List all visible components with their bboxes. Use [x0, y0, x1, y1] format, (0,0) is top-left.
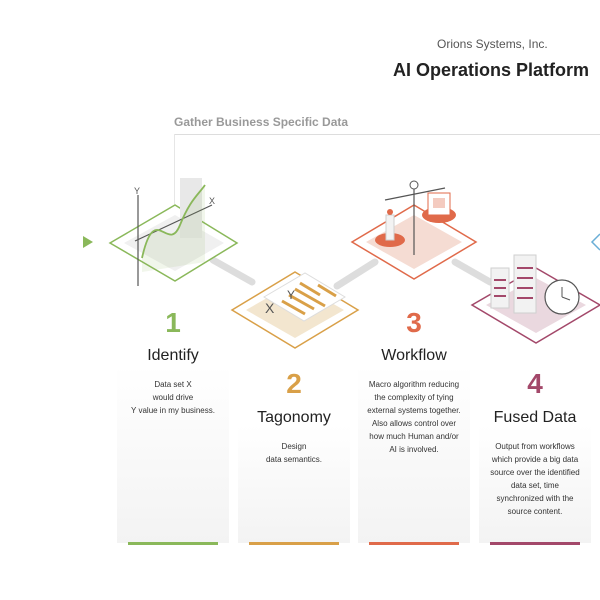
gather-bracket: [174, 134, 175, 204]
fused-data-icon: [470, 254, 600, 344]
step-3-bar: [369, 542, 459, 545]
step-3-number: 3: [406, 307, 422, 338]
page-title: AI Operations Platform: [393, 60, 590, 80]
step-1-name: Identify: [147, 347, 199, 364]
gather-label: Gather Business Specific Data: [174, 115, 349, 129]
graph-icon: Y X: [108, 178, 239, 286]
connector-lines: [209, 256, 494, 290]
step-4-name: Fused Data: [493, 409, 577, 426]
step-1-number: 1: [165, 307, 181, 338]
step-2-number: 2: [286, 368, 302, 399]
graph-axis-y: Y: [134, 186, 140, 196]
gather-line: [174, 134, 600, 135]
step-card-2: [238, 425, 350, 543]
step-card-3: [358, 365, 470, 543]
step-4-number: 4: [527, 368, 543, 399]
company-name: Orions Systems, Inc.: [437, 37, 548, 51]
step-2-bar: [249, 542, 339, 545]
graph-axis-x: X: [209, 196, 215, 206]
tagonomy-icon: X Y: [230, 271, 360, 349]
step-2-name: Tagonomy: [257, 409, 331, 426]
workflow-icon: [350, 180, 478, 280]
step-3-name: Workflow: [381, 347, 447, 364]
start-arrow-icon: [83, 236, 93, 248]
step-card-4: [479, 425, 591, 543]
next-step-diamond: [590, 233, 600, 251]
tag-letter-x: X: [265, 300, 275, 316]
step-4-bar: [490, 542, 580, 545]
tag-letter-y: Y: [287, 288, 295, 302]
step-card-1: [117, 365, 229, 543]
step-1-bar: [128, 542, 218, 545]
